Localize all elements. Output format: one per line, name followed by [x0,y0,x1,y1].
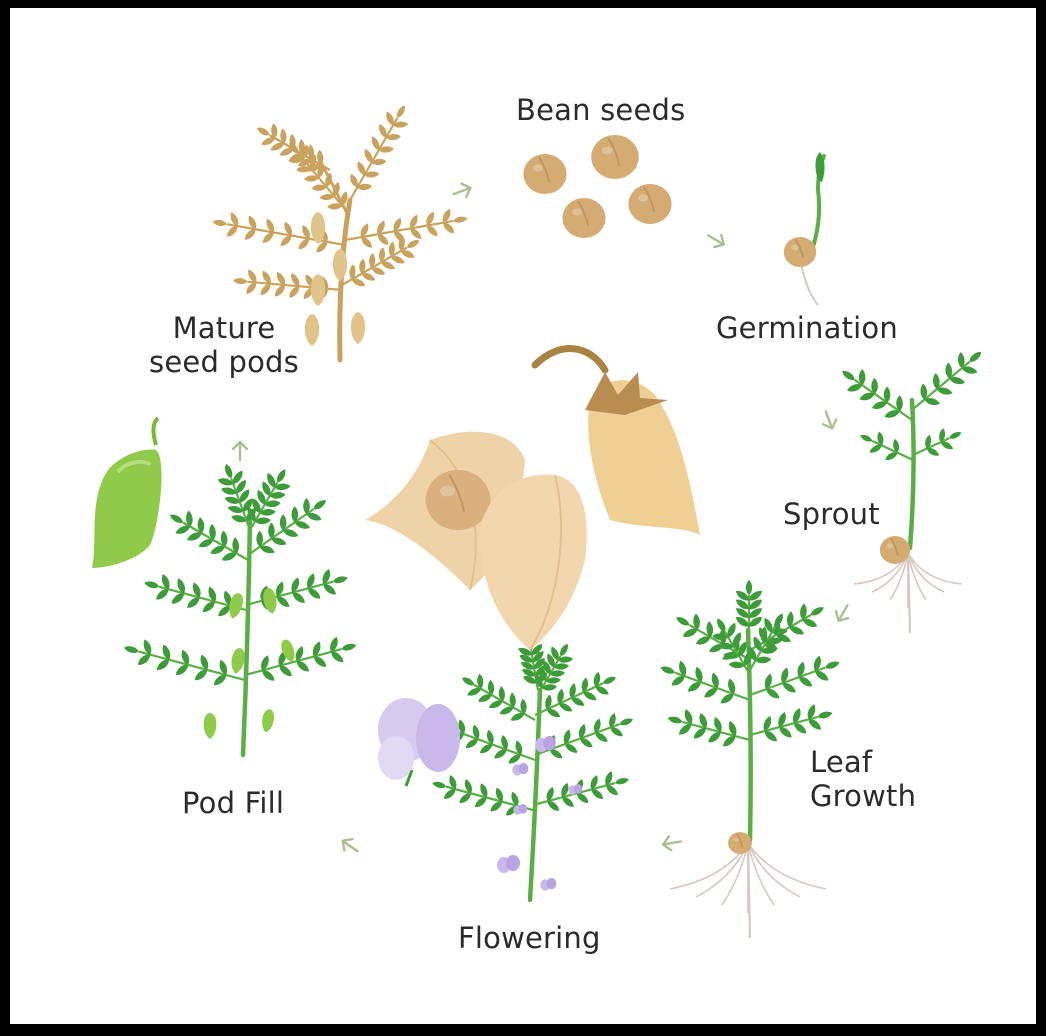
stage-label-bean-seeds: Bean seeds [516,93,685,127]
sprout-illustration [840,350,983,633]
pod-icon [204,713,217,739]
leaf-icon [948,430,962,441]
leaf-icon [168,512,184,525]
leaf-icon [432,780,447,789]
leaf-icon [256,125,271,137]
center-chickpea-pods-illustration [365,349,700,650]
pod-icon [311,274,325,306]
pod-icon [480,474,587,650]
leaf-icon [667,715,683,725]
seed-icon [728,832,752,854]
leaf-icon [212,219,227,227]
seed-icon [784,237,816,267]
flower-icon [378,698,460,786]
leaf-icon [824,660,840,671]
pod-icon [260,708,275,733]
seed-icon [591,135,639,179]
leaf-icon [840,369,856,383]
leaf-icon [395,104,407,119]
flower-icon [540,878,556,891]
arrow-icon [819,409,838,431]
leaf-icon [233,278,248,285]
stage-label-mature-seed-pods: Mature seed pods [138,311,310,379]
arrow-icon [662,835,682,852]
leaf-icon [817,710,833,720]
leaf-icon [809,605,825,618]
arrow-icon [451,181,473,200]
pod-icon [351,312,365,344]
leaf-icon [619,717,634,727]
leaf-icon [123,645,139,655]
leaf-icon [461,675,476,687]
seed-icon [880,536,910,564]
pod-icon [333,249,347,281]
leaf-icon [453,216,468,224]
germination-illustration [784,152,825,305]
leaf-icon [659,665,675,676]
leaf-icon [341,642,357,652]
stage-label-germination: Germination [716,311,898,345]
stage-label-pod-fill: Pod Fill [182,786,284,820]
arrow-icon [705,229,728,250]
leaf-icon [223,463,234,479]
arrow-icon [339,835,362,857]
arrow-icon [233,442,247,460]
leaf-icon [217,477,234,487]
arrow-icon [832,602,853,625]
leaf-icon [558,642,570,657]
pod-icon [229,647,246,675]
bean-seeds-illustration [523,135,671,238]
flowering-illustration [378,636,634,900]
stage-label-sprout: Sprout [783,497,880,531]
leaf-icon [144,580,160,590]
leaf-icon [675,615,691,628]
stage-label-leaf-growth: Leaf Growth [810,745,916,813]
leaf-icon [614,776,629,785]
seed-icon [426,470,491,530]
leaf-icon [332,575,348,585]
leaf-icon [405,238,420,250]
leaf-icon [602,675,617,686]
leaf-icon [312,498,328,512]
flower-icon [497,855,520,873]
leaf-icon [967,350,983,365]
seed-icon [562,198,605,238]
seed-icon [628,184,671,224]
leaf-icon [859,433,873,444]
leaf-icon [275,468,288,484]
pod-fill-illustration [92,418,357,755]
stage-label-flowering: Flowering [458,921,601,955]
seed-icon [523,154,566,194]
pod-icon [92,418,162,568]
flower-icon [512,763,528,776]
leaf-icon [746,580,752,595]
